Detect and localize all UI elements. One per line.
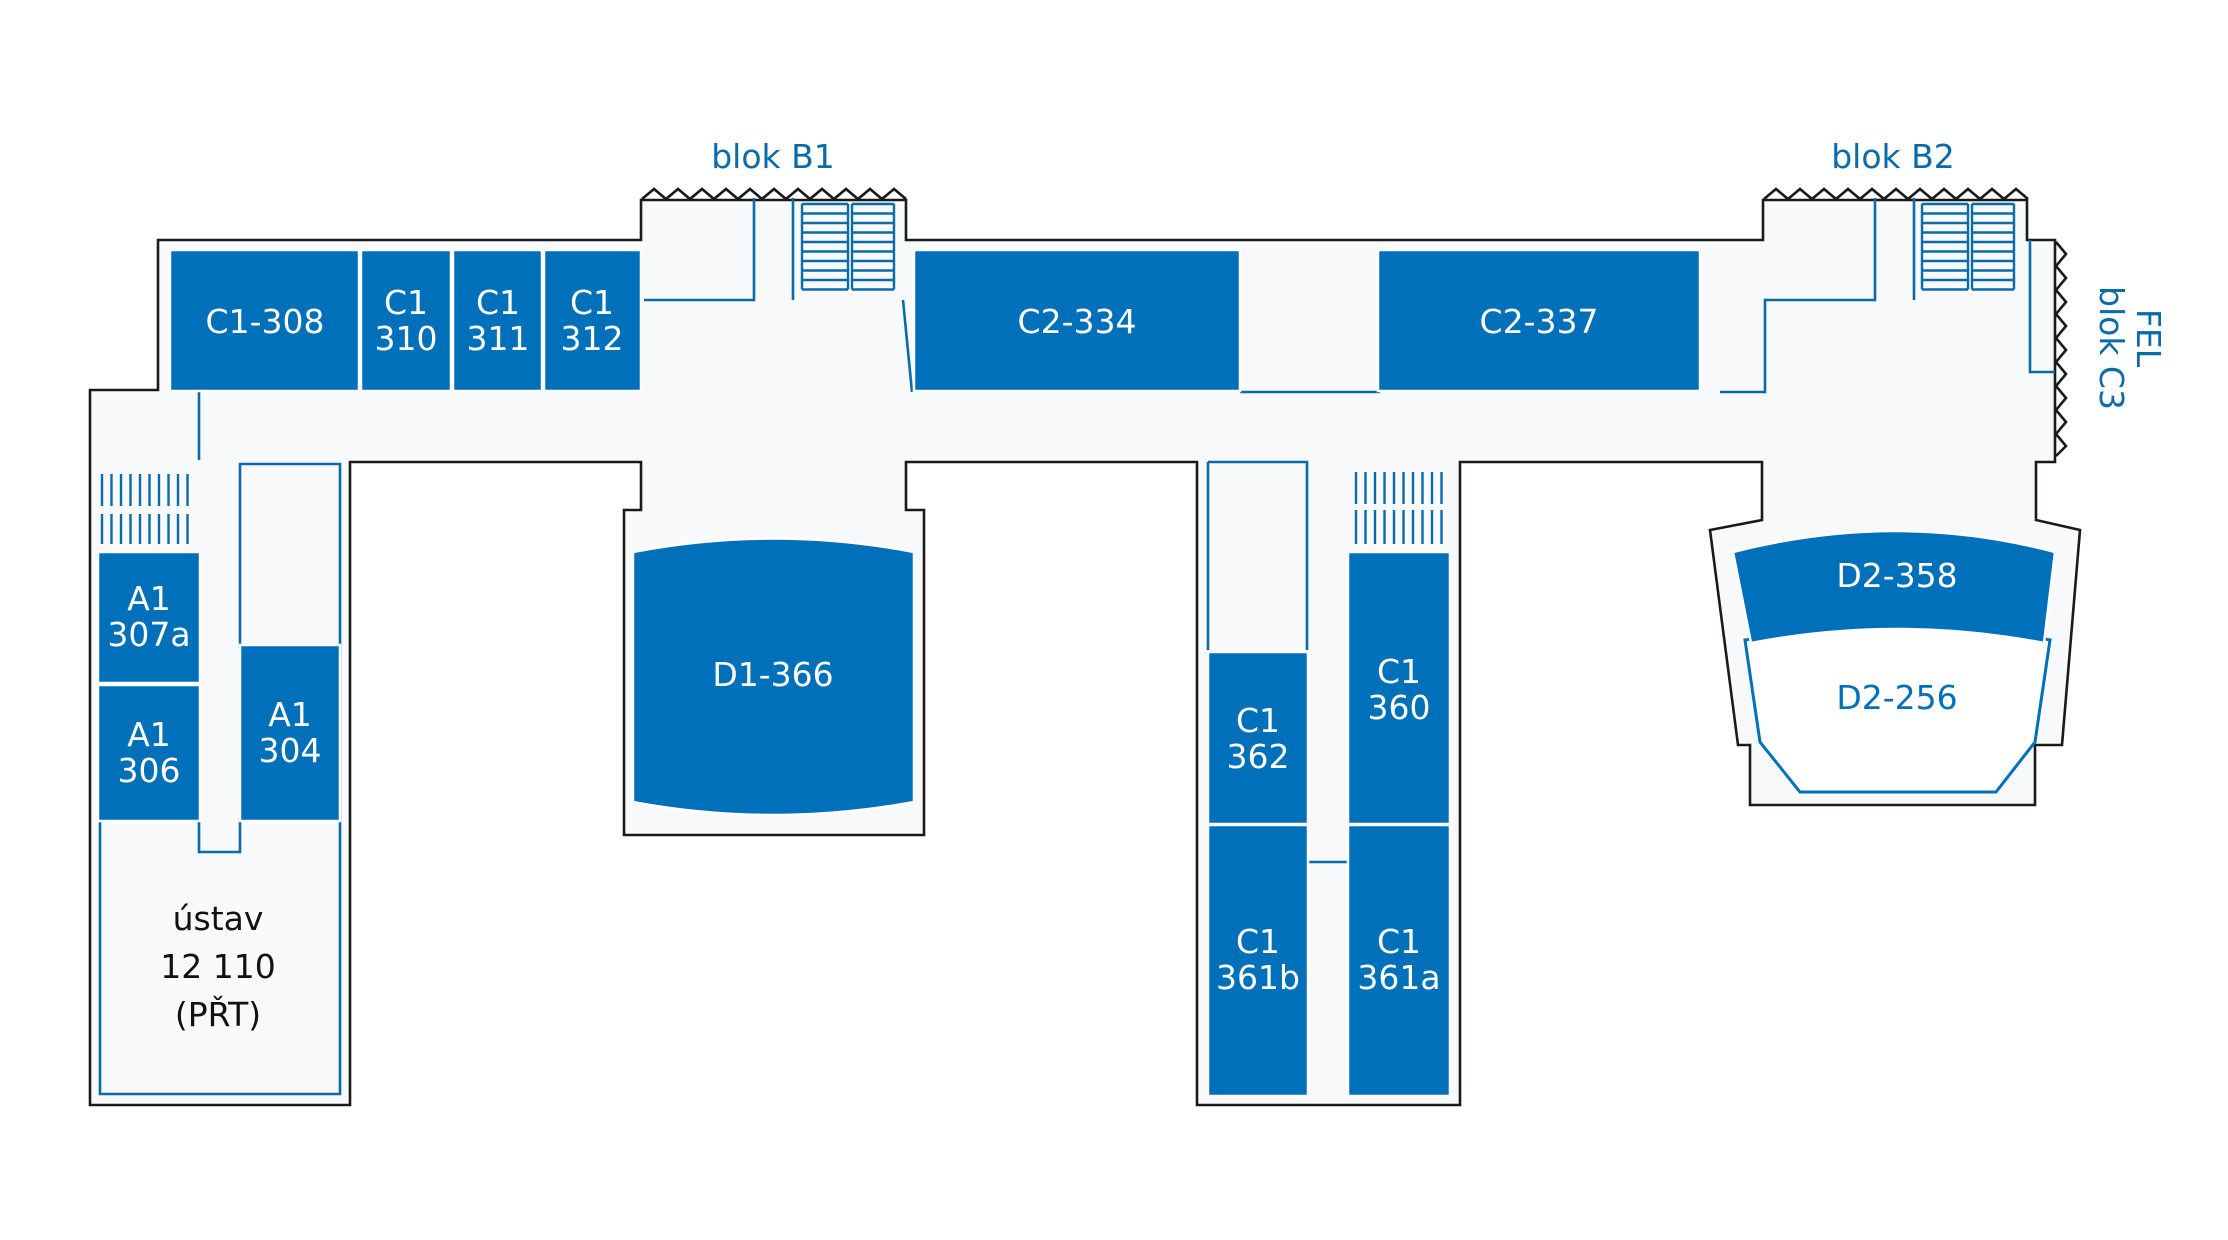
room-label-line2: 312 xyxy=(561,319,624,358)
room-label-line2: 361b xyxy=(1216,958,1300,997)
room-label-line1: C1 xyxy=(476,283,520,322)
room-c1-312[interactable]: C1 312 xyxy=(542,248,643,393)
room-label-line2: 307a xyxy=(107,615,190,654)
room-c1-311[interactable]: C1 311 xyxy=(451,248,544,393)
room-label: C2-334 xyxy=(1018,302,1137,341)
room-label-line2: 311 xyxy=(467,319,530,358)
room-c1-310[interactable]: C1 310 xyxy=(359,248,453,393)
b1-wavy-edge xyxy=(641,187,907,201)
room-label-line2: 304 xyxy=(259,731,322,770)
block-b2-label: blok B2 xyxy=(1831,137,1955,176)
room-c1-362[interactable]: C1 362 xyxy=(1206,650,1310,826)
stairs-c1 xyxy=(1354,472,1443,544)
room-label-line1: A1 xyxy=(127,579,171,618)
room-label-line1: A1 xyxy=(127,715,171,754)
room-d2-358[interactable]: D2-358 xyxy=(1731,529,2057,645)
room-a1-306[interactable]: A1 306 xyxy=(96,683,202,823)
openings xyxy=(641,187,2068,457)
room-label-line1: C1 xyxy=(570,283,614,322)
room-label: D2-256 xyxy=(1836,678,1957,717)
room-label-line2: 306 xyxy=(118,751,181,790)
room-d1-366[interactable]: D1-366 xyxy=(631,537,916,817)
room-label-line2: 361a xyxy=(1357,958,1440,997)
room-label: D2-358 xyxy=(1836,556,1957,595)
institute-line3: (PŘT) xyxy=(175,994,261,1034)
block-c3-label-line2: blok C3 xyxy=(2092,286,2131,410)
room-c2-337[interactable]: C2-337 xyxy=(1376,248,1702,393)
room-a1-304[interactable]: A1 304 xyxy=(238,643,342,823)
room-label-line1: C1 xyxy=(1236,922,1280,961)
room-label-line1: C1 xyxy=(1377,922,1421,961)
room-label-line2: 362 xyxy=(1227,737,1290,776)
room-c2-334[interactable]: C2-334 xyxy=(912,248,1242,393)
b2-wavy-edge xyxy=(1763,187,2029,201)
stairs-left xyxy=(100,474,189,544)
room-label-line1: C1 xyxy=(1236,701,1280,740)
room-c1-308[interactable]: C1-308 xyxy=(168,248,361,393)
room-label: C1-308 xyxy=(206,302,325,341)
room-label: C2-337 xyxy=(1480,302,1599,341)
institute-line2: 12 110 xyxy=(160,947,275,986)
room-label: D1-366 xyxy=(712,655,833,694)
block-b1-label: blok B1 xyxy=(711,137,835,176)
room-label-line1: A1 xyxy=(268,695,312,734)
room-label-line1: C1 xyxy=(1377,652,1421,691)
block-c3-label-line1: FEL xyxy=(2129,309,2168,368)
room-label-line2: 360 xyxy=(1368,688,1431,727)
room-label-line1: C1 xyxy=(384,283,428,322)
room-a1-307a[interactable]: A1 307a xyxy=(96,550,202,685)
c3-wavy-edge xyxy=(2054,241,2068,457)
main-corridor xyxy=(88,198,2082,1107)
room-label-line2: 310 xyxy=(375,319,438,358)
stairs-b1 xyxy=(800,202,896,291)
room-c1-360[interactable]: C1 360 xyxy=(1346,550,1452,826)
building-outline xyxy=(88,198,2082,1107)
room-c1-361b[interactable]: C1 361b xyxy=(1206,823,1310,1098)
stairs-b2 xyxy=(1920,202,2016,291)
institute-line1: ústav xyxy=(173,899,264,938)
room-d2-256[interactable]: D2-256 xyxy=(1743,624,2052,794)
room-c1-361a[interactable]: C1 361a xyxy=(1346,823,1452,1098)
institute-area: ústav 12 110 (PŘT) xyxy=(160,899,275,1034)
